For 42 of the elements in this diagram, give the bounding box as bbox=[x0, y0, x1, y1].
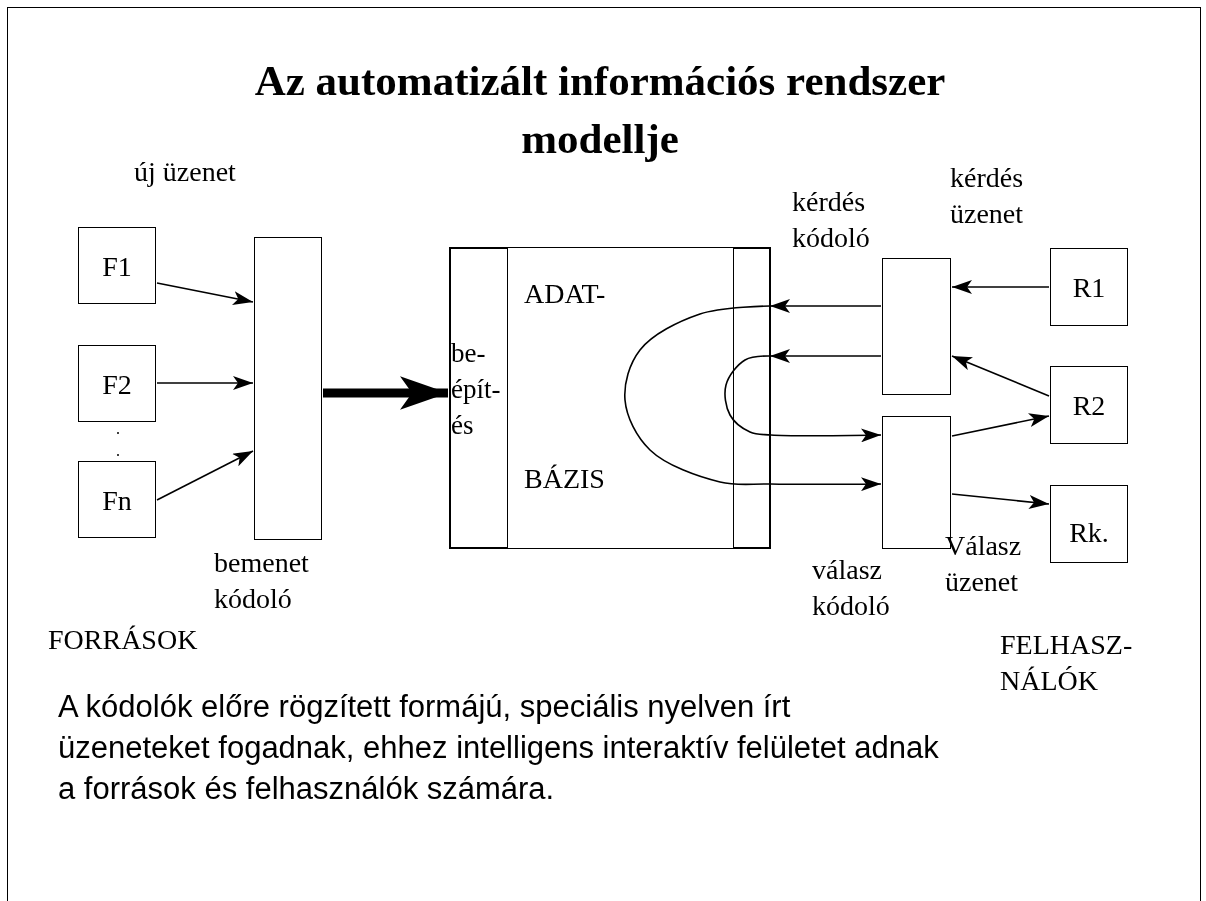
caption: A kódolók előre rögzített formájú, speciális nyelven írt üzeneteket fogadnak, ehhez intelligens interaktív felületet adnak a források és felhasználók számára. bbox=[58, 688, 940, 808]
node-label: F2 bbox=[101, 367, 133, 402]
node-box bbox=[78, 461, 156, 538]
node-caption: bemenet kódoló bbox=[214, 546, 310, 616]
node-label: R2 bbox=[1071, 389, 1107, 423]
arrow bbox=[951, 280, 1050, 294]
node-caption: válasz kódoló bbox=[812, 553, 891, 623]
node-box bbox=[78, 345, 156, 422]
vertical-label: be- épít- és bbox=[451, 337, 502, 442]
node-label: BÁZIS bbox=[524, 462, 605, 496]
node-label: ADAT- bbox=[524, 277, 606, 311]
arrow bbox=[951, 413, 1050, 437]
node-box bbox=[1050, 485, 1128, 563]
node-label: F1 bbox=[101, 249, 133, 284]
arrow bbox=[724, 355, 882, 443]
arrow bbox=[323, 376, 448, 410]
node-label: Fn bbox=[101, 483, 133, 518]
database-box bbox=[449, 247, 771, 549]
coder-box bbox=[882, 258, 951, 395]
node-caption: kérdés kódoló bbox=[792, 185, 871, 255]
interface-bar bbox=[450, 248, 508, 548]
text-label: új üzenet bbox=[134, 155, 237, 189]
node-box bbox=[78, 227, 156, 304]
coder-box bbox=[254, 237, 322, 540]
arrow bbox=[951, 355, 1050, 397]
text-label: FORRÁSOK bbox=[48, 623, 199, 657]
arrow bbox=[951, 493, 1050, 509]
node-box bbox=[1050, 366, 1128, 444]
arrow bbox=[156, 450, 254, 501]
interface-bar bbox=[733, 248, 770, 548]
text-label: Válasz üzenet bbox=[945, 529, 1023, 599]
node-label: Rk. bbox=[1068, 516, 1110, 550]
text-label: kérdés üzenet bbox=[950, 161, 1025, 231]
arrow bbox=[769, 299, 882, 313]
title: Az automatizált információs rendszer modellje bbox=[253, 56, 947, 164]
arrow bbox=[769, 349, 882, 363]
arrow bbox=[156, 282, 254, 305]
arrow bbox=[624, 305, 882, 492]
text-label: FELHASZ- NÁLÓK bbox=[1000, 628, 1134, 698]
node-label: R1 bbox=[1071, 271, 1107, 305]
node-box bbox=[1050, 248, 1128, 326]
arrow bbox=[156, 376, 254, 390]
